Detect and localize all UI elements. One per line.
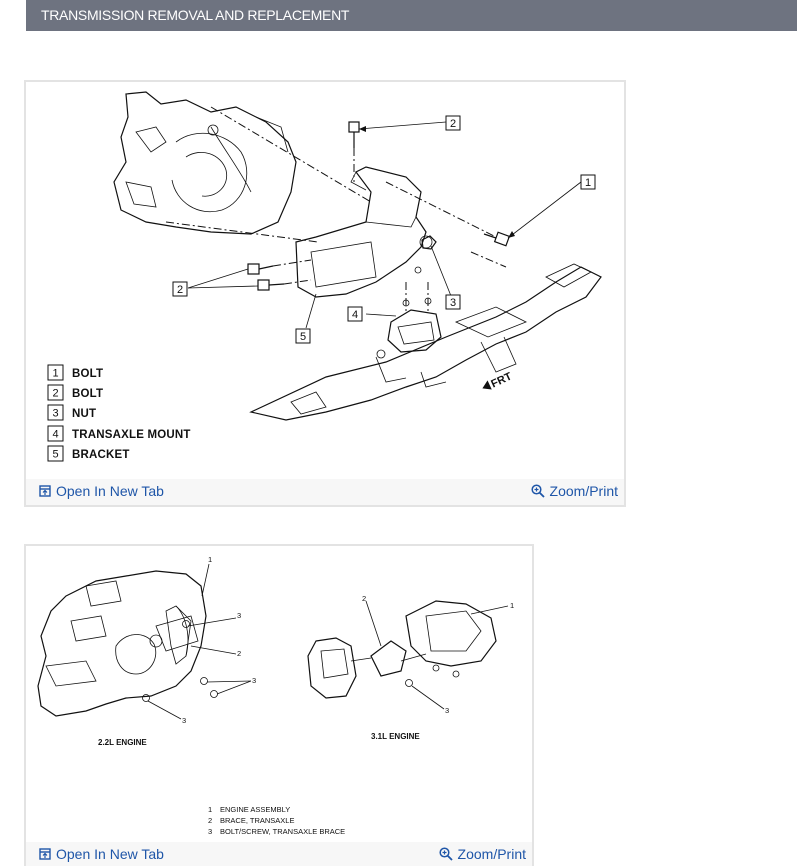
open-in-new-tab-link[interactable]: Open In New Tab — [39, 846, 164, 862]
svg-text:2: 2 — [237, 649, 241, 658]
svg-text:2: 2 — [208, 816, 212, 825]
bolt-2-left-upper — [247, 263, 274, 275]
open-in-new-tab-label: Open In New Tab — [56, 483, 164, 499]
callout-3: 3 — [445, 294, 461, 310]
svg-text:5: 5 — [300, 331, 306, 343]
svg-text:3: 3 — [252, 676, 256, 685]
svg-text:BOLT/SCREW, TRANSAXLE BRACE: BOLT/SCREW, TRANSAXLE BRACE — [220, 827, 345, 836]
svg-text:BOLT: BOLT — [72, 368, 103, 380]
open-new-tab-icon — [39, 848, 51, 860]
page-title: TRANSMISSION REMOVAL AND REPLACEMENT — [41, 7, 350, 23]
svg-text:1: 1 — [510, 601, 514, 610]
svg-text:3: 3 — [445, 706, 449, 715]
svg-text:1: 1 — [208, 555, 212, 564]
svg-text:FRT: FRT — [489, 370, 514, 390]
transaxle-housing — [113, 91, 297, 235]
caption-2-2l: 2.2L ENGINE — [98, 738, 147, 747]
bolt-1 — [483, 231, 511, 247]
zoom-magnifier-icon — [530, 484, 545, 498]
bolt-2-top — [348, 121, 360, 148]
zoom-magnifier-icon — [438, 847, 453, 861]
svg-text:3: 3 — [237, 611, 241, 620]
callout-1: 1 — [580, 174, 596, 190]
page-header: TRANSMISSION REMOVAL AND REPLACEMENT — [26, 0, 797, 31]
nut-3 — [421, 235, 437, 250]
figure2-footer: Open In New Tab Zoom/Print — [26, 842, 532, 866]
svg-text:2: 2 — [177, 284, 183, 296]
callout-5: 5 — [295, 328, 311, 344]
svg-text:BRACKET: BRACKET — [72, 449, 130, 461]
bracket-part-5 — [295, 166, 427, 298]
open-new-tab-icon — [39, 485, 51, 497]
figure1-footer: Open In New Tab Zoom/Print — [26, 479, 624, 505]
svg-text:2: 2 — [362, 594, 366, 603]
callout-2-top: 2 — [445, 115, 461, 131]
front-direction-arrow: FRT — [482, 370, 514, 390]
figure2-legend: 1 ENGINE ASSEMBLY 2 BRACE, TRANSAXLE 3 B… — [208, 805, 345, 836]
svg-text:TRANSAXLE MOUNT: TRANSAXLE MOUNT — [72, 429, 191, 441]
transaxle-mount-diagram: 2 1 2 3 4 5 FRT 1 BOLT — [47, 91, 602, 462]
svg-text:BRACE, TRANSAXLE: BRACE, TRANSAXLE — [220, 816, 294, 825]
callout-4: 4 — [347, 306, 363, 322]
callout-2-left: 2 — [172, 281, 188, 297]
svg-text:1: 1 — [585, 177, 591, 189]
svg-text:1: 1 — [52, 368, 58, 380]
svg-text:3: 3 — [208, 827, 212, 836]
transaxle-brace-diagram: 1 3 2 3 3 2.2L ENGINE 2 1 3 3.1L ENGINE … — [37, 555, 514, 836]
transaxle-bell — [171, 133, 248, 212]
zoom-print-label: Zoom/Print — [457, 846, 526, 862]
transaxle-brace-2-2l — [175, 605, 189, 657]
engine-assembly-3-1l — [405, 600, 497, 667]
transaxle-mount-part-4 — [387, 309, 442, 353]
svg-text:2: 2 — [450, 118, 456, 130]
svg-text:5: 5 — [52, 449, 58, 461]
svg-text:2: 2 — [52, 388, 58, 400]
svg-text:NUT: NUT — [72, 408, 96, 420]
zoom-print-link[interactable]: Zoom/Print — [530, 483, 618, 499]
caption-3-1l: 3.1L ENGINE — [371, 732, 420, 741]
figure1-legend: 1 BOLT 2 BOLT 3 NUT 4 TRANSAXLE MOUNT 5 … — [47, 364, 191, 462]
zoom-print-label: Zoom/Print — [549, 483, 618, 499]
svg-text:BOLT: BOLT — [72, 388, 103, 400]
transaxle-housing-3-1l — [307, 637, 357, 699]
figure-card-transaxle-mount: 2 1 2 3 4 5 FRT 1 BOLT — [24, 80, 626, 507]
svg-text:1: 1 — [208, 805, 212, 814]
figure-card-transaxle-brace: 1 3 2 3 3 2.2L ENGINE 2 1 3 3.1L ENGINE … — [24, 544, 534, 866]
svg-text:ENGINE ASSEMBLY: ENGINE ASSEMBLY — [220, 805, 290, 814]
frame-crossmember — [249, 266, 602, 421]
svg-text:3: 3 — [52, 408, 58, 420]
engine-assembly-2-2l — [37, 570, 207, 717]
transaxle-brace-3-1l — [370, 640, 407, 677]
svg-text:4: 4 — [352, 309, 358, 321]
svg-text:4: 4 — [52, 429, 58, 441]
open-in-new-tab-label: Open In New Tab — [56, 846, 164, 862]
svg-text:3: 3 — [450, 297, 456, 309]
zoom-print-link[interactable]: Zoom/Print — [438, 846, 526, 862]
open-in-new-tab-link[interactable]: Open In New Tab — [39, 483, 164, 499]
bolt-2-left-lower — [257, 279, 285, 291]
svg-text:3: 3 — [182, 716, 186, 725]
